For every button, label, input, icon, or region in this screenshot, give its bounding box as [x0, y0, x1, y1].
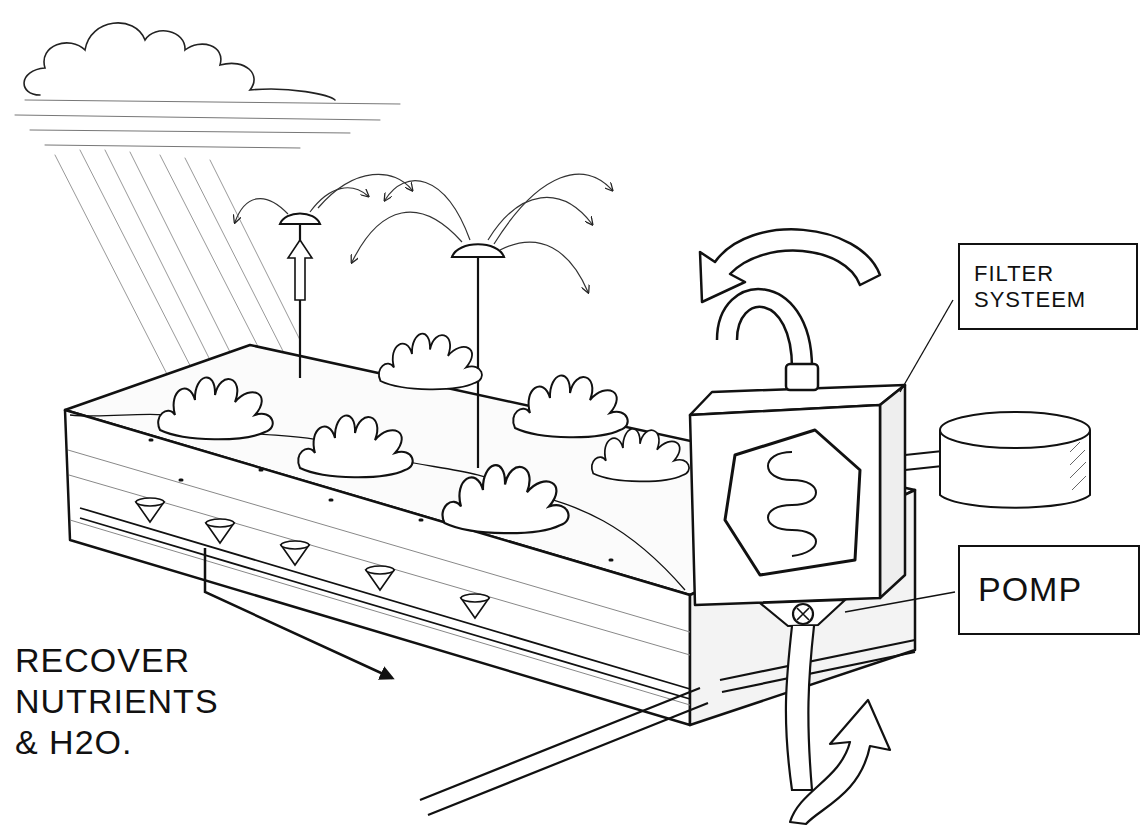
- valve: [793, 604, 813, 624]
- valve-cross: [797, 608, 809, 620]
- up-arrow: [288, 240, 312, 300]
- pipe-right: [720, 640, 915, 692]
- sprinkler-head: [452, 244, 504, 257]
- spray-arc: [488, 198, 592, 240]
- plants: [158, 334, 689, 534]
- label-box: POMP: [958, 545, 1140, 635]
- spray-arc: [310, 188, 368, 212]
- cone-rim: [206, 519, 234, 527]
- tank: [940, 412, 1090, 508]
- filter-nut: [786, 364, 818, 390]
- spray-arc: [500, 242, 588, 292]
- label-text: POMP: [978, 570, 1120, 609]
- recover-arrow: [205, 548, 392, 678]
- spray-arc: [494, 174, 612, 244]
- sprinkler-pole: [477, 258, 479, 468]
- plant: [298, 415, 413, 477]
- cone-rim: [136, 498, 164, 506]
- plant: [513, 375, 628, 437]
- spray-arc: [235, 199, 288, 222]
- cone-rim: [366, 566, 394, 574]
- spray-arc: [352, 212, 462, 262]
- leader-line: [900, 300, 953, 392]
- return-arrow: [790, 700, 890, 824]
- filter-coil: [768, 452, 816, 556]
- leader-lines: [845, 300, 955, 612]
- filter-tube: [737, 307, 792, 368]
- label-text: FILTER SYSTEEM: [974, 261, 1109, 312]
- cloud-base: [15, 100, 400, 148]
- filter-front: [690, 405, 880, 605]
- pump-pipe: [786, 626, 814, 790]
- tank-hatch: [1070, 442, 1086, 490]
- note-text: RECOVER NUTRIENTS & H2O.: [15, 640, 220, 762]
- plant: [592, 429, 689, 482]
- pump-funnel: [760, 600, 845, 626]
- spray: [235, 174, 612, 292]
- drain-cones: [136, 498, 489, 618]
- filter-side: [880, 385, 905, 598]
- plant: [379, 334, 482, 390]
- spray-arc: [318, 174, 412, 208]
- cloud-outline: [24, 23, 335, 100]
- leader-line: [845, 592, 955, 612]
- pipe-lower: [420, 688, 708, 815]
- filter-window: [725, 430, 860, 575]
- cone-rim: [461, 594, 489, 602]
- filter-unit: [690, 289, 952, 605]
- spray-arc: [385, 181, 470, 240]
- plant: [158, 377, 273, 439]
- tank-top: [940, 412, 1090, 448]
- cloud: [15, 23, 400, 148]
- filter-tube: [717, 289, 812, 368]
- cycle-arrow: [700, 229, 880, 302]
- sprinkler-head: [280, 214, 320, 225]
- cone-rim: [281, 541, 309, 549]
- plant: [443, 465, 569, 533]
- soil-surface: [70, 414, 685, 590]
- label-box: FILTER SYSTEEM: [958, 243, 1138, 330]
